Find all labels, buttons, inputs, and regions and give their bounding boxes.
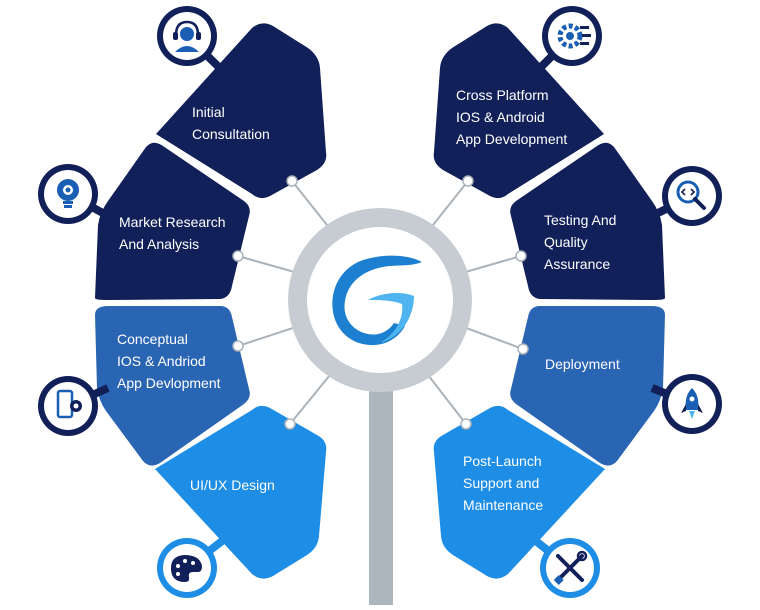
label-line: IOS & Andriod: [117, 353, 206, 369]
segment-uiux-design: [155, 405, 327, 579]
segment-testing-qa: [510, 142, 665, 300]
label-line: Quality: [544, 234, 588, 250]
label-line: Assurance: [544, 256, 611, 272]
label-line: Deployment: [545, 356, 620, 372]
connector-line: [237, 324, 303, 347]
segment-deployment: [510, 306, 665, 466]
segment-post-launch: [433, 405, 605, 579]
tools-icon: [553, 550, 588, 585]
label-line: Maintenance: [463, 497, 544, 513]
badge-rocket: [650, 374, 722, 434]
lightbulb-gear-icon: [57, 179, 79, 208]
label-line: And Analysis: [119, 236, 200, 252]
label-line: Cross Platform: [456, 87, 549, 103]
connector-line: [427, 374, 467, 425]
connector-nodes: [232, 175, 529, 430]
palette-icon: [170, 555, 202, 582]
connector-node: [232, 340, 244, 352]
connector-node: [515, 250, 527, 262]
connector-node: [517, 343, 529, 355]
hub-stem: [369, 380, 393, 605]
badge-gear: [527, 6, 602, 81]
label-line: Consultation: [192, 126, 270, 142]
badge-palette: [157, 534, 229, 598]
label-line: UI/UX Design: [190, 477, 275, 493]
label-post-launch: Post-Launch Support and Maintenance: [463, 450, 543, 516]
label-line: Market Research: [119, 214, 226, 230]
connector-line: [457, 324, 524, 350]
gear-code-icon: [557, 23, 591, 49]
label-line: App Development: [456, 131, 568, 147]
mobile-settings-icon: [56, 389, 82, 419]
label-conceptual-app: Conceptual IOS & Andriod App Devlopment: [117, 328, 221, 394]
label-line: IOS & Android: [456, 109, 545, 125]
segment-cross-platform: [433, 23, 604, 199]
rocket-icon: [681, 388, 703, 419]
badge-lightbulb: [38, 164, 114, 224]
segments: [95, 23, 665, 579]
connector-node: [462, 175, 474, 187]
label-line: Initial: [192, 104, 225, 120]
label-deployment: Deployment: [545, 353, 620, 375]
label-uiux-design: UI/UX Design: [190, 474, 275, 496]
label-line: Testing And: [544, 212, 617, 228]
connector-node: [286, 175, 298, 187]
label-line: App Devlopment: [117, 375, 221, 391]
badge-mobile: [38, 376, 110, 436]
connector-node: [232, 250, 244, 262]
icon-badges: [38, 6, 722, 598]
connector-node: [460, 418, 472, 430]
label-line: Conceptual: [117, 331, 188, 347]
badge-headset: [157, 6, 233, 81]
g-logo-icon: [332, 255, 422, 346]
badge-magnifier: [646, 166, 722, 226]
connector-line: [289, 374, 331, 425]
headset-icon: [173, 20, 201, 52]
label-cross-platform: Cross Platform IOS & Android App Develop…: [456, 84, 567, 150]
segment-initial-consultation: [156, 23, 327, 199]
label-testing-qa: Testing And Quality Assurance: [544, 209, 616, 275]
magnifier-code-icon: [676, 180, 706, 210]
segment-conceptual-app: [95, 306, 250, 466]
segment-market-research: [95, 142, 250, 300]
label-initial-consultation: Initial Consultation: [192, 101, 270, 145]
hub: [288, 208, 472, 392]
connector-node: [284, 418, 296, 430]
label-line: Post-Launch: [463, 453, 542, 469]
badge-tools: [529, 534, 600, 598]
connectors: [237, 180, 524, 425]
label-market-research: Market Research And Analysis: [119, 211, 226, 255]
label-line: Support and: [463, 475, 540, 491]
